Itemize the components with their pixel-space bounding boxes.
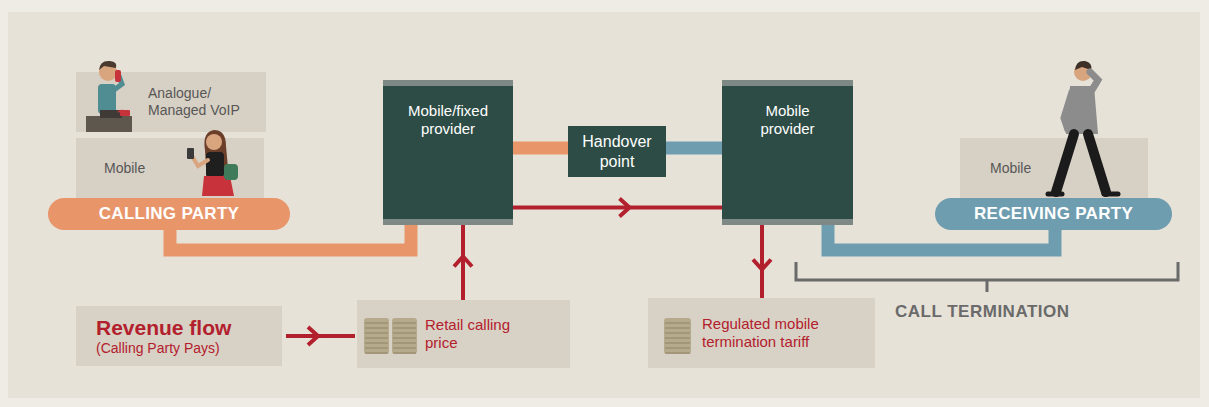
node-text: (Calling Party Pays) xyxy=(96,340,231,357)
node-text: Regulated mobile termination tariff xyxy=(702,315,862,351)
connector xyxy=(513,141,568,154)
text-group: Retail calling price xyxy=(425,316,520,352)
node-text: Analogue/ Managed VoIP xyxy=(148,85,258,119)
node-text: CALLING PARTY xyxy=(99,204,240,224)
device-box: Mobile xyxy=(76,138,264,198)
section-label: CALL TERMINATION xyxy=(895,302,1070,322)
text-group: Mobile xyxy=(104,160,145,177)
node-text: Mobile xyxy=(990,160,1031,177)
node-text: Retail calling price xyxy=(425,316,520,352)
text-group: CALLING PARTY xyxy=(99,204,240,224)
revenue-box: Revenue flow(Calling Party Pays) xyxy=(76,306,282,366)
text-group: Revenue flow(Calling Party Pays) xyxy=(96,315,231,357)
text-group: Handover point xyxy=(577,132,657,170)
text-group: Regulated mobile termination tariff xyxy=(702,315,862,351)
panel xyxy=(8,12,1200,398)
text-group: RECEIVING PARTY xyxy=(974,204,1133,224)
provider-box: Mobile/fixed provider xyxy=(383,80,513,225)
connector xyxy=(461,225,465,300)
node-text: Mobile xyxy=(104,160,145,177)
handover-box: Handover point xyxy=(568,126,666,177)
node-text: Handover point xyxy=(577,132,657,170)
connector xyxy=(286,334,355,338)
text-group: Analogue/ Managed VoIP xyxy=(148,85,258,119)
node-text: RECEIVING PARTY xyxy=(974,204,1133,224)
text-group: Mobile xyxy=(990,160,1031,177)
bracket xyxy=(796,262,1178,292)
connector xyxy=(760,225,764,298)
tariff-box: Regulated mobile termination tariff xyxy=(648,298,875,368)
party-band: CALLING PARTY xyxy=(48,198,290,230)
node-text: Revenue flow xyxy=(96,315,231,340)
device-box: Analogue/ Managed VoIP xyxy=(76,72,266,132)
device-box: Mobile xyxy=(960,138,1148,198)
text-group: Mobile provider xyxy=(738,102,838,138)
node-text: Mobile/fixed provider xyxy=(396,102,500,138)
party-band: RECEIVING PARTY xyxy=(935,198,1172,230)
provider-box: Mobile provider xyxy=(722,80,853,225)
price-box: Retail calling price xyxy=(357,300,570,368)
node-text: Mobile provider xyxy=(738,102,838,138)
text-group: Mobile/fixed provider xyxy=(396,102,500,138)
connector xyxy=(513,206,722,210)
connector xyxy=(666,141,722,154)
